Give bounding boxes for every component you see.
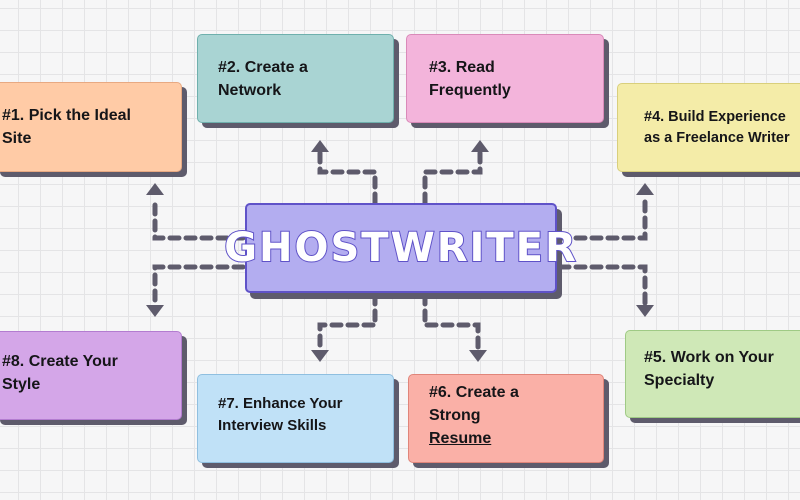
arrow-down-icon [469, 350, 487, 362]
step-3-line2: Frequently [429, 81, 511, 99]
arrow-up-icon [146, 183, 164, 195]
arrow-down-icon [146, 305, 164, 317]
step-7-line2: Interview Skills [218, 416, 327, 434]
connector-to-step-7 [317, 292, 378, 351]
step-4-box: #4. Build Experience as a Freelance Write… [617, 83, 800, 172]
step-1-line1: #1. Pick the Ideal [2, 107, 131, 124]
step-3-line1: #3. Read [429, 58, 495, 76]
connector-to-step-3 [422, 149, 483, 206]
connector-to-step-8 [152, 264, 246, 303]
arrow-up-icon [471, 140, 489, 152]
step-8-line1: #8. Create Your [2, 352, 118, 370]
connector-to-step-6 [422, 292, 481, 351]
connector-to-step-5 [557, 264, 648, 308]
step-6-line2-prefix: Strong [429, 407, 481, 424]
step-1-line2: Site [2, 130, 32, 147]
step-4-line1: #4. Build Experience [644, 108, 786, 125]
connector-to-step-4 [557, 195, 648, 241]
step-4-line2: as a Freelance Writer [644, 129, 790, 146]
arrow-up-icon [311, 140, 329, 152]
step-8-line2: Style [2, 375, 41, 393]
step-5-line2: Specialty [644, 372, 715, 389]
step-5-line1: #5. Work on Your [644, 349, 774, 366]
connector-to-step-2 [317, 149, 378, 206]
step-2-line1: #2. Create a [218, 58, 308, 76]
resume-link[interactable]: Resume [429, 430, 492, 447]
arrow-down-icon [311, 350, 329, 362]
central-topic-box: GHOSTWRITER [223, 203, 577, 293]
step-7-line1: #7. Enhance Your [218, 394, 343, 412]
central-topic-title: GHOSTWRITER [223, 224, 578, 272]
step-2-box: #2. Create a Network [197, 34, 394, 123]
step-6-line1: #6. Create a [429, 384, 519, 401]
step-6-box: #6. Create a Strong Resume [408, 374, 604, 463]
arrow-down-icon [636, 305, 654, 317]
connector-to-step-1 [152, 195, 246, 241]
step-2-line2: Network [218, 81, 282, 99]
arrow-up-icon [636, 183, 654, 195]
